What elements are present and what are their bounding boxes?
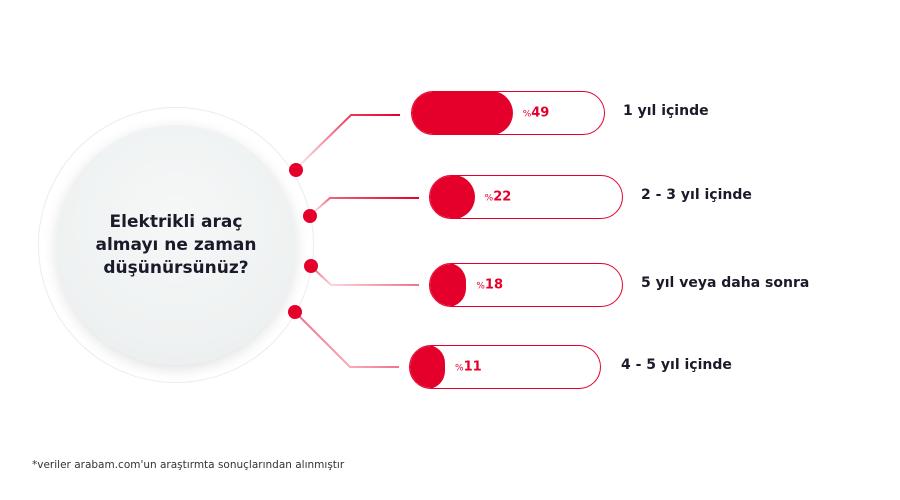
bar-fill bbox=[412, 92, 513, 134]
category-label: 5 yıl veya daha sonra bbox=[641, 275, 810, 291]
connector-line bbox=[314, 269, 419, 286]
connector-dot bbox=[289, 163, 303, 177]
data-label: %22 bbox=[484, 189, 512, 205]
data-label: %18 bbox=[476, 277, 504, 293]
category-label: 4 - 5 yıl içinde bbox=[621, 357, 732, 373]
connector-line bbox=[298, 315, 399, 368]
bar-track: %18 bbox=[429, 263, 623, 307]
data-label: %49 bbox=[522, 105, 550, 121]
bar-fill bbox=[430, 176, 475, 218]
category-label: 2 - 3 yıl içinde bbox=[641, 187, 752, 203]
connector-dot bbox=[304, 259, 318, 273]
data-label: %11 bbox=[455, 359, 482, 375]
bar-track: %22 bbox=[429, 175, 623, 219]
chart-title: Elektrikli araç almayı ne zaman düşünürs… bbox=[95, 211, 257, 278]
connector-line bbox=[299, 114, 400, 166]
bar-fill bbox=[430, 264, 467, 306]
footnote: *veriler arabam.com'un araştırmta sonuçl… bbox=[32, 459, 345, 471]
category-label: 1 yıl içinde bbox=[623, 103, 709, 119]
bar-track: %49 bbox=[411, 91, 605, 135]
connector-dot bbox=[303, 209, 317, 223]
bar-fill bbox=[410, 346, 445, 388]
connector-line bbox=[313, 197, 419, 213]
bar-track: %11 bbox=[409, 345, 601, 389]
connector-dot bbox=[288, 305, 302, 319]
question-circle: Elektrikli araç almayı ne zaman düşünürs… bbox=[56, 125, 296, 365]
